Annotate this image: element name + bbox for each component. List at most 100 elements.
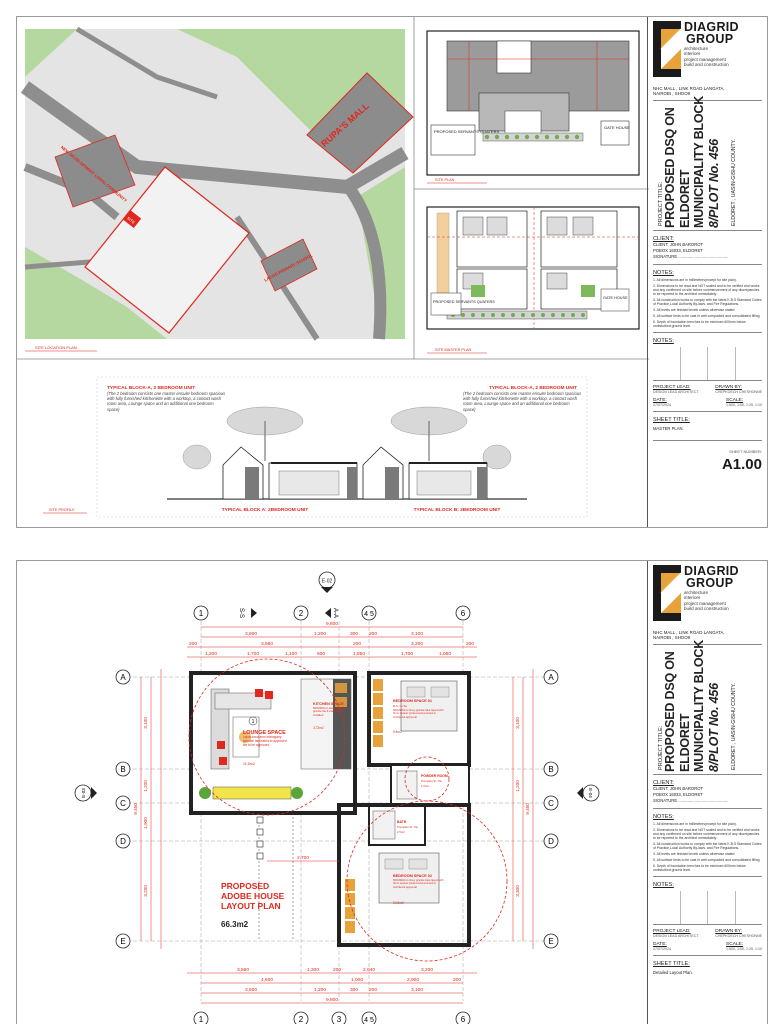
dim-text: 1,200 — [314, 631, 326, 637]
grid-col-6-bottom: 6 — [461, 1015, 466, 1024]
dim-text: 3,100 — [411, 631, 423, 637]
grid-row-e-right: E — [548, 937, 553, 946]
grid-col-3-bottom: 3 — [337, 1015, 342, 1024]
project-title-block-2: PROJECT TITLE: PROPOSED DSQ ON ELDORET M… — [653, 640, 762, 775]
drawing-area-2: E-02 1 2 4 5 6 S-S A-A — [17, 561, 649, 1024]
service-1: architecture — [684, 46, 709, 51]
layout-title-line-2: ADOBE HOUSE — [221, 891, 285, 901]
gate-house-label: GATE HOUSE — [604, 125, 630, 130]
gate-house-label-2: GATE HOUSE — [603, 296, 628, 300]
scale-label: SCALE: — [726, 397, 744, 403]
project-title-line-4: 8/PLOT No. 456 — [706, 682, 721, 772]
project-title-block: PROJECT TITLE: PROPOSED DSQ ON ELDORET M… — [653, 96, 762, 231]
service-4: build and construction — [684, 606, 729, 612]
revision-grid — [653, 890, 762, 925]
sheet-title: MASTER PLAN. — [653, 425, 684, 431]
grid-col-1-bottom: 1 — [199, 1015, 204, 1024]
room-bath-desc: Porcelain St. Tile — [397, 825, 418, 829]
service-3: project management — [684, 600, 726, 606]
company-logo-2: DIAGRID GROUP architecture interiors pro… — [653, 565, 762, 627]
brand-line-1: DIAGRID — [684, 564, 739, 578]
dim-text: 200 — [353, 641, 361, 647]
floor-plan: 2,700 — [189, 671, 471, 947]
dim-text: 200 — [369, 987, 377, 993]
scale-value: 1:500, 1:50, 1:25, 1:10 — [726, 946, 762, 951]
project-title-line-1: PROPOSED DSQ ON — [663, 651, 677, 772]
dim-text: 1,300 — [307, 967, 319, 973]
project-title-line-2: ELDORET — [677, 713, 692, 772]
note-item: 4. All levels are finished levels unless… — [653, 851, 736, 856]
project-lead-label: PROJECT LEAD: — [653, 928, 691, 934]
project-title: PROPOSED DSQ ON ELDORET MUNICIPALITY BLO… — [663, 640, 721, 772]
grid-col-45: 4 5 — [364, 611, 374, 618]
dim-text: 3,560 — [261, 641, 273, 647]
site-master-plan: PROPOSED SERVANTS QUATERS GATE HOUSE SIT… — [426, 206, 640, 354]
room-number-1: 1 — [252, 719, 255, 725]
project-title-line-3: MUNICIPALITY BLOCK — [692, 95, 706, 228]
top-dimension-lines — [187, 626, 477, 658]
project-title-line-2: ELDORET — [677, 169, 692, 228]
sheet-title-label: SHEET TITLE: — [653, 960, 690, 967]
dim-text: 1,850 — [353, 651, 365, 657]
service-2: interiors — [684, 51, 701, 57]
grid-row-d: D — [120, 837, 126, 846]
note-item: 3. All construction works to comply with… — [653, 297, 762, 306]
project-location: ELDORET , UASIN-GISHU COUNTY. — [731, 138, 737, 226]
project-lead-value: DESIGN LEAD ARCHITECT — [653, 389, 699, 394]
dim-text: 1,200 — [205, 651, 217, 657]
client-signature: SIGNATURE ..............................… — [653, 797, 729, 803]
room-bedroom-1-code: B.S. Gi Se — [393, 704, 407, 708]
site-plan-title: SITE PLAN — [435, 178, 455, 182]
block-a-heading: TYPICAL BLOCK-A, 2 BEDROOM UNIT — [107, 385, 195, 391]
drawn-by-value: CHEPKOECH CHESHONNE — [715, 389, 762, 394]
dim-text: 3,600 — [245, 631, 257, 637]
drawn-by-value: CHEPKOECH CHESHONNE — [715, 933, 762, 938]
lead-row: PROJECT LEAD:DESIGN LEAD ARCHITECT DRAWN… — [653, 929, 762, 938]
layout-title-line-1: PROPOSED — [221, 881, 269, 891]
client-pobox: POBOX 16033, ELDORET — [653, 247, 703, 253]
notes-heading-2: NOTES: — [653, 337, 674, 344]
dim-text: 1,200 — [314, 987, 326, 993]
room-lounge-area: 11.5m2 — [243, 762, 255, 766]
sheet-number-label: SHEET NUMBER: — [729, 448, 762, 454]
project-title-line-1: PROPOSED DSQ ON — [663, 107, 677, 228]
grid-col-2-bottom: 2 — [299, 1015, 304, 1024]
dim-text: 3,600 — [245, 987, 257, 993]
room-lounge-desc: 150x15x600mm mahogany wooden laminated t… — [243, 736, 287, 747]
dim-text: 1,050 — [439, 651, 451, 657]
dim-text: 3,100 — [411, 987, 423, 993]
dim-text: 200 — [333, 967, 341, 973]
revision-grid — [653, 346, 762, 381]
servants-quarters-label: PROPOSED SERVANTS QUATERS — [434, 129, 499, 134]
door-swing-circles — [188, 658, 508, 962]
grid-row-b-right: B — [548, 765, 553, 774]
dim-text: 3,560 — [237, 967, 249, 973]
grid-columns-bottom: 1 2 3 4 5 6 — [193, 1011, 471, 1024]
dim-text: 1,200 — [515, 780, 520, 792]
company-logo: DIAGRID GROUP architecture interiors pro… — [653, 21, 762, 83]
elevation-left-label: E-03 — [81, 788, 86, 798]
grid-columns-top: 1 2 4 5 6 S-S A-A — [193, 605, 471, 621]
grid-rows: A B C D E A B C D E — [115, 669, 559, 949]
servants-quarters-label-2: PROPOSED SERVANTS QUATERS — [433, 300, 495, 304]
room-labels: 1 LOUNGE SPACE 150x15x600mm mahogany woo… — [243, 699, 448, 905]
elevation-marker-left: E-03 — [74, 784, 97, 802]
dim-text: 4,600 — [261, 977, 273, 983]
lead-row: PROJECT LEAD:DESIGN LEAD ARCHITECT DRAWN… — [653, 385, 762, 394]
title-block-2: DIAGRID GROUP architecture interiors pro… — [647, 561, 767, 1024]
sheet-title-label: SHEET TITLE: — [653, 416, 690, 423]
project-lead-value: DESIGN LEAD ARCHITECT — [653, 933, 699, 938]
grid-row-a-right: A — [548, 673, 554, 682]
dim-text: 9,450 — [133, 803, 138, 815]
dim-text: 2,900 — [407, 977, 419, 983]
scale-value: 1:500, 1:50, 1:25, 1:10 — [726, 402, 762, 407]
site-profile-title: SITE PROFILE — [49, 508, 75, 512]
client-name: CLIENT: JOHN BAROROT — [653, 241, 704, 247]
room-powder-area: 1.6m2 — [421, 784, 429, 788]
grid-row-c: C — [120, 799, 126, 808]
client-name: CLIENT: JOHN BAROROT — [653, 785, 704, 791]
project-location: ELDORET , UASIN-GISHU COUNTY. — [731, 682, 737, 770]
note-item: 5. All surface beds to be cast in well c… — [653, 857, 761, 862]
client-pobox: POBOX 16033, ELDORET — [653, 791, 703, 797]
dim-text: 3,300 — [515, 885, 520, 897]
